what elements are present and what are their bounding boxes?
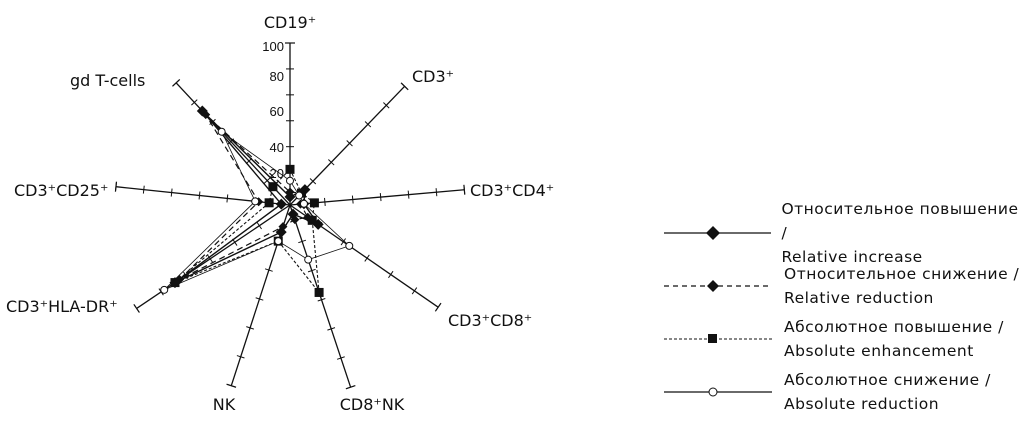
data-point-circle	[286, 176, 294, 185]
legend-label-ru: Относительное повышение /	[781, 199, 1019, 242]
axis-tick	[346, 140, 353, 147]
legend-marker-diamond-dashed	[664, 279, 772, 292]
axis-tick	[324, 197, 326, 206]
axis-tick	[351, 195, 354, 204]
axis-tick	[255, 297, 264, 301]
legend-label-ru: Абсолютное повышение /	[784, 317, 1004, 336]
axis-tick	[236, 355, 245, 359]
axis-tick	[198, 191, 201, 200]
legend-label-en: Absolute reduction	[784, 394, 940, 413]
axis-tick	[336, 356, 345, 360]
axis-tick	[411, 287, 418, 295]
data-point-diamond	[284, 191, 296, 203]
legend-item-relative-increase: Относительное повышение / Relative increa…	[662, 200, 1024, 266]
data-point-circle	[299, 199, 308, 208]
legend-label-en: Relative increase	[781, 247, 923, 266]
legend-marker-square-dotted	[664, 333, 772, 343]
axis-end-tick	[345, 385, 356, 390]
axis-tick	[170, 188, 173, 197]
axis-label: CD3⁺	[412, 67, 454, 86]
axis-line	[289, 85, 406, 206]
data-point-circle	[251, 197, 260, 206]
series-line-3	[163, 131, 351, 291]
data-point-square	[307, 215, 317, 225]
data-point-circle	[217, 127, 226, 136]
axis-line	[136, 204, 291, 309]
data-point-square	[264, 198, 274, 208]
legend-item-absolute-reduction: Абсолютное снижение / Absolute reduction	[662, 365, 1024, 418]
axis-tick	[407, 190, 410, 199]
axis-label: CD3⁺CD4⁺	[470, 181, 554, 200]
axis-tick	[246, 326, 255, 330]
data-point-circle	[345, 241, 354, 250]
axis-tick	[307, 268, 316, 273]
axis-end-tick	[172, 79, 181, 87]
axis-tick	[264, 268, 273, 272]
axis-tick	[364, 121, 372, 128]
data-point-diamond	[285, 187, 295, 197]
axis-tick	[256, 222, 262, 230]
series-line-1	[179, 114, 309, 281]
axis-label: CD19⁺	[264, 13, 316, 32]
legend-item-relative-reduction: Относительное снижение / Relative reducti…	[662, 259, 1024, 312]
axis-tick	[327, 327, 336, 331]
axis-label: NK	[213, 395, 236, 414]
data-point-circle	[295, 191, 304, 200]
axis-end-tick	[114, 181, 118, 192]
legend: Относительное повышение / Relative increa…	[662, 200, 1024, 418]
axis-tick	[379, 193, 382, 202]
legend-label-en: Absolute enhancement	[784, 341, 974, 360]
radial-tick-label: 100	[262, 39, 284, 54]
data-point-circle	[160, 285, 169, 294]
axis-tick	[191, 99, 198, 106]
radial-tick-label: 40	[270, 140, 284, 155]
axis-label: CD8⁺NK	[340, 395, 405, 414]
data-point-square	[170, 278, 180, 288]
axis-tick	[317, 297, 326, 302]
axis-end-tick	[434, 302, 442, 312]
data-point-square	[285, 164, 295, 174]
axis-tick	[142, 185, 145, 194]
data-point-diamond	[201, 110, 211, 120]
series-line-2	[174, 168, 320, 295]
data-point-circle	[304, 255, 313, 264]
legend-label-en: Relative reduction	[784, 288, 934, 307]
axis-tick	[388, 270, 394, 279]
axis-label: CD3⁺CD8⁺	[448, 311, 532, 330]
radial-tick-label: 80	[270, 69, 284, 84]
axis-tick	[340, 238, 347, 246]
radial-tick-label: 60	[270, 104, 284, 119]
axis-tick	[263, 177, 271, 184]
axis-end-tick	[463, 184, 466, 195]
data-point-diamond	[278, 222, 288, 232]
legend-marker-diamond-solid	[664, 225, 772, 240]
data-point-square	[309, 198, 319, 208]
radar-chart: CD19⁺ CD3⁺ CD3⁺CD4⁺ CD3⁺CD8⁺ CD8⁺NK NK CD3⁺HLA…	[6, 13, 554, 414]
axis-line	[289, 189, 465, 206]
legend-item-absolute-enhancement: Абсолютное повышение / Absolute enhanceme…	[662, 312, 1024, 365]
axis-tick	[207, 255, 213, 263]
axis-label: CD3⁺CD25⁺	[14, 181, 108, 200]
axis-end-tick	[133, 303, 140, 313]
data-point-square	[314, 287, 324, 297]
axis-tick	[328, 159, 335, 166]
axis-label: gd T-cells	[70, 71, 145, 90]
axis-end-tick	[226, 383, 237, 388]
axis-tick	[435, 188, 438, 197]
axis-tick	[298, 239, 307, 244]
axis-label: CD3⁺HLA-DR⁺	[6, 297, 118, 316]
legend-label-ru: Относительное снижение /	[784, 264, 1020, 283]
axis-end-tick	[400, 82, 409, 91]
axis-tick	[309, 178, 317, 185]
data-point-diamond	[275, 198, 287, 210]
axis-line	[115, 186, 291, 206]
legend-marker-circle-solid	[664, 387, 772, 396]
data-point-circle	[274, 237, 283, 246]
axis-tick	[383, 102, 390, 109]
legend-label-ru: Абсолютное снижение /	[784, 370, 991, 389]
axis-tick	[226, 194, 229, 203]
data-point-diamond	[290, 215, 300, 225]
data-point-square	[268, 182, 278, 192]
axis-tick	[364, 254, 370, 262]
